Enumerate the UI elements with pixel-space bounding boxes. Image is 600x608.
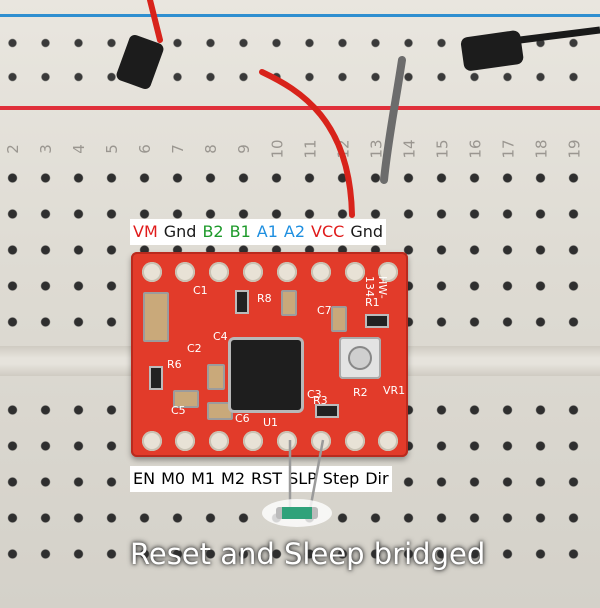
silkscreen-label: C1: [193, 284, 208, 297]
silkscreen-label: R6: [167, 358, 182, 371]
pin-label-b1: B1: [229, 222, 251, 241]
pin-pad: [175, 431, 195, 451]
silkscreen-label: U1: [263, 416, 279, 429]
silkscreen-label: C3: [307, 388, 322, 401]
silkscreen-label: C2: [187, 342, 202, 355]
silkscreen-label: C7: [317, 304, 332, 317]
silkscreen-label: R3: [313, 394, 328, 407]
pin-pad: [345, 431, 365, 451]
pin-label-en: EN: [133, 469, 156, 488]
resistor: [365, 314, 389, 328]
driver-ic-chip: [231, 340, 301, 410]
resistor: [315, 404, 339, 418]
pin-pad: [142, 262, 162, 282]
pin-label-m2: M2: [221, 469, 246, 488]
capacitor: [207, 402, 233, 420]
pin-pad: [378, 431, 398, 451]
pin-pad: [277, 431, 297, 451]
pin-label-m0: M0: [161, 469, 186, 488]
silkscreen-label: C4: [213, 330, 228, 343]
capacitor: [281, 290, 297, 316]
pin-label-a2: A2: [283, 222, 306, 241]
pin-label-vcc: VCC: [311, 222, 345, 241]
silkscreen-label: C6: [235, 412, 250, 425]
capacitor: [143, 292, 169, 342]
pin-pad: [311, 431, 331, 451]
pin-pad: [277, 262, 297, 282]
silkscreen-label: R2: [353, 386, 368, 399]
current-limit-potentiometer: [339, 337, 381, 379]
pin-label-dir: Dir: [365, 469, 389, 488]
pin-label-b2: B2: [202, 222, 224, 241]
blue-power-rail-line: [0, 14, 600, 17]
a4988-stepper-driver-board: HW-134 C1 C2 C3 C4 C5 C6 C7 R1 R2 R3 R6 …: [131, 252, 408, 457]
resistor: [235, 290, 249, 314]
pin-pad: [175, 262, 195, 282]
silkscreen-label: C5: [171, 404, 186, 417]
bottom-pin-labels: EN M0 M1 M2 RST SLP Step Dir: [130, 466, 392, 492]
pin-label-step: Step: [322, 469, 360, 488]
pin-pad: [142, 431, 162, 451]
pin-label-slp: SLP: [288, 469, 317, 488]
silkscreen-label: R8: [257, 292, 272, 305]
caption: Reset and Sleep bridged: [130, 537, 486, 571]
pin-pad: [378, 262, 398, 282]
pin-label-m1: M1: [191, 469, 216, 488]
pin-label-gnd-2: Gnd: [350, 222, 384, 241]
resistor: [149, 366, 163, 390]
pin-pad: [209, 262, 229, 282]
pin-pad: [209, 431, 229, 451]
capacitor: [173, 390, 199, 408]
pin-pad: [243, 262, 263, 282]
capacitor: [331, 306, 347, 332]
pin-label-gnd: Gnd: [163, 222, 197, 241]
pin-label-a1: A1: [256, 222, 278, 241]
pin-pad: [345, 262, 365, 282]
pin-label-rst: RST: [251, 469, 283, 488]
red-power-rail-line: [0, 106, 600, 110]
top-pin-labels: VM Gnd B2 B1 A1 A2 VCC Gnd: [130, 219, 387, 245]
pin-label-vm: VM: [133, 222, 158, 241]
silkscreen-label: VR1: [383, 384, 406, 397]
silkscreen-label: R1: [365, 296, 380, 309]
pin-pad: [311, 262, 331, 282]
rst-slp-bridge-jumper: [276, 507, 318, 519]
capacitor: [207, 364, 225, 390]
pin-pad: [243, 431, 263, 451]
